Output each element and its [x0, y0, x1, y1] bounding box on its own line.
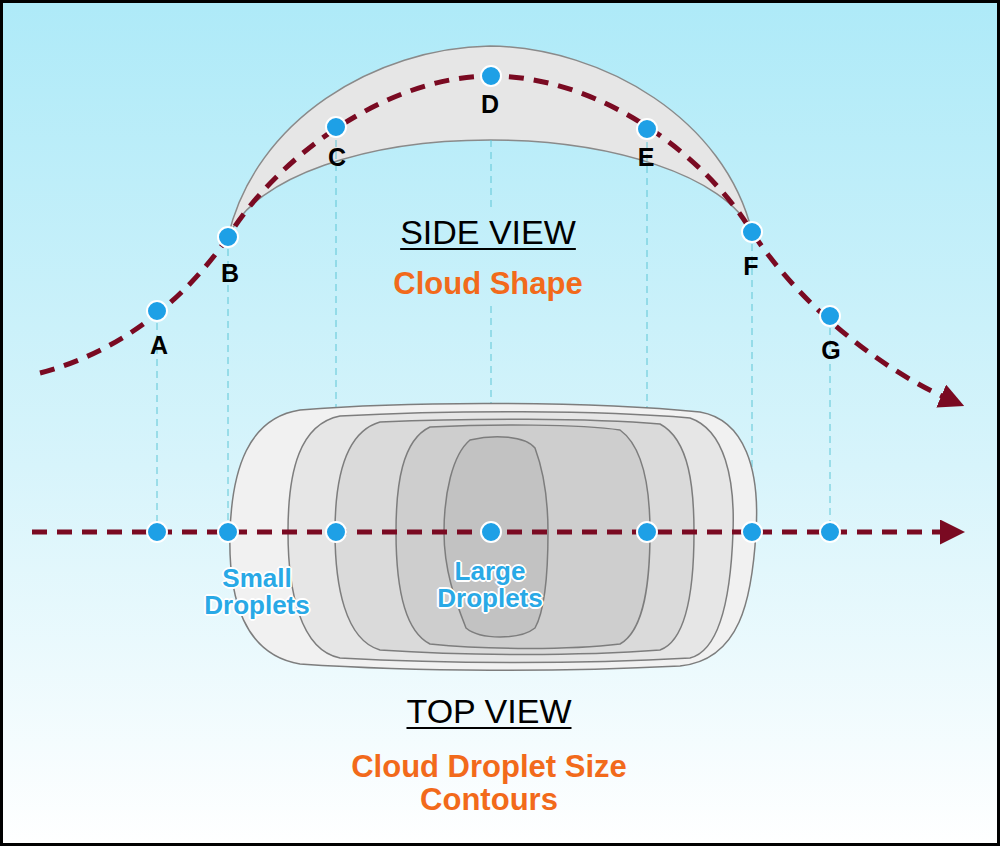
- view-subtitle: Cloud Shape: [338, 268, 638, 301]
- droplet-label: Large Droplets: [415, 558, 565, 613]
- cloud-side-shape: [228, 46, 752, 237]
- point-letter: B: [210, 260, 250, 286]
- side-flight-path: [40, 76, 955, 402]
- view-heading: TOP VIEW: [359, 694, 619, 730]
- point-letter: D: [470, 91, 510, 117]
- view-heading: SIDE VIEW: [358, 215, 618, 251]
- view-subtitle: Cloud Droplet Size Contours: [339, 751, 639, 816]
- point-letter: A: [139, 332, 179, 358]
- point-letter: C: [317, 144, 357, 170]
- point-letter: E: [626, 144, 666, 170]
- point-letter: G: [811, 337, 851, 363]
- droplet-label: Small Droplets: [182, 565, 332, 620]
- sample-points: [147, 66, 840, 542]
- droplet-contours: [230, 403, 757, 670]
- point-letter: F: [731, 253, 771, 279]
